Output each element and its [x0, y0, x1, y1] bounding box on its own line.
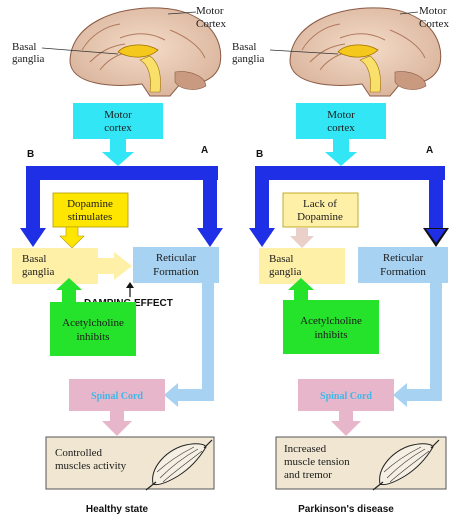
right-basal-label-2: ganglia: [232, 53, 264, 65]
right-muscle-icon: [372, 439, 440, 491]
left-motor-box-line1: Motor: [104, 109, 132, 121]
left-motor-cortex-label-1: Motor: [196, 5, 224, 17]
right-basal-ganglia-box: [259, 248, 345, 284]
left-ach-line1: Acetylcholine: [62, 317, 124, 329]
left-damping-arrowhead: [126, 282, 134, 288]
right-label-b: B: [256, 149, 263, 160]
left-outcome-line1: Controlled: [55, 447, 103, 459]
right-basal-line1: Basal: [269, 253, 293, 265]
right-reticular-line2: Formation: [380, 266, 426, 278]
left-acetylcholine-box: [50, 302, 136, 356]
right-reticular-to-spinal-path: [393, 283, 442, 407]
right-brain-illustration: [269, 7, 442, 97]
left-basal-line1: Basal: [22, 253, 46, 265]
left-dopamine-arrow: [59, 226, 85, 249]
right-motor-cortex-label-2: Cortex: [419, 18, 449, 30]
left-ach-arrow: [56, 278, 82, 303]
left-reticular-line2: Formation: [153, 266, 199, 278]
left-basal-ganglia-box: [12, 248, 98, 284]
left-basal-to-reticular-arrow: [98, 252, 132, 280]
left-motor-down-arrow: [102, 139, 134, 166]
left-basal-label-2: ganglia: [12, 53, 44, 65]
left-label-b: B: [27, 149, 34, 160]
right-outcome-line1: Increased: [284, 443, 327, 455]
right-outcome-line2: muscle tension: [284, 456, 350, 468]
right-motor-cortex-box: [296, 103, 386, 139]
right-motor-box-line1: Motor: [327, 109, 355, 121]
right-spinal-label: Spinal Cord: [320, 391, 372, 402]
left-blue-pathway: [20, 166, 223, 247]
right-motor-box-line2: cortex: [327, 122, 355, 134]
left-dopamine-box: [52, 192, 129, 228]
left-dopamine-line1: Dopamine: [67, 198, 113, 210]
right-ach-arrow: [288, 278, 314, 300]
right-reticular-line1: Reticular: [383, 252, 424, 264]
right-basal-label-1: Basal: [232, 41, 256, 53]
right-motor-cortex-label-1: Motor: [419, 5, 447, 17]
right-spinal-cord-box: [298, 379, 394, 411]
left-spinal-down-arrow: [102, 411, 132, 436]
right-spinal-down-arrow: [331, 411, 361, 436]
left-caption: Healthy state: [86, 504, 149, 515]
right-caption: Parkinson's disease: [298, 504, 394, 515]
right-basal-line2: ganglia: [269, 266, 301, 278]
left-spinal-label: Spinal Cord: [91, 391, 143, 402]
left-outcome-line2: muscles activity: [55, 460, 127, 472]
left-panel: Motor Cortex Basal ganglia Motor cortex …: [12, 5, 226, 515]
right-acetylcholine-box: [283, 300, 379, 354]
right-label-a: A: [426, 145, 433, 156]
left-reticular-line1: Reticular: [156, 252, 197, 264]
right-blue-pathway: [249, 166, 449, 247]
left-muscle-icon: [145, 439, 213, 491]
left-label-a: A: [201, 145, 208, 156]
left-basal-label-1: Basal: [12, 41, 36, 53]
right-dopamine-line1: Lack of: [303, 198, 337, 210]
right-motor-down-arrow: [325, 139, 357, 166]
right-ach-line2: inhibits: [314, 329, 347, 341]
right-dopamine-line2: Dopamine: [297, 211, 343, 223]
left-spinal-cord-box: [69, 379, 165, 411]
right-dopamine-box: [282, 192, 359, 228]
right-dopamine-weak-arrow: [290, 228, 314, 248]
left-basal-line2: ganglia: [22, 266, 54, 278]
right-outcome-line3: and tremor: [284, 469, 332, 481]
left-ach-line2: inhibits: [76, 331, 109, 343]
left-dopamine-line2: stimulates: [68, 211, 113, 223]
left-reticular-to-spinal-path: [164, 283, 214, 407]
left-motor-box-line2: cortex: [104, 122, 132, 134]
left-motor-cortex-box: [73, 103, 163, 139]
left-reticular-box: [133, 247, 219, 283]
right-reticular-box: [358, 247, 448, 283]
right-panel: Motor Cortex Basal ganglia Motor cortex …: [232, 5, 449, 515]
left-motor-cortex-label-2: Cortex: [196, 18, 226, 30]
right-ach-line1: Acetylcholine: [300, 315, 362, 327]
left-brain-illustration: [41, 7, 222, 97]
